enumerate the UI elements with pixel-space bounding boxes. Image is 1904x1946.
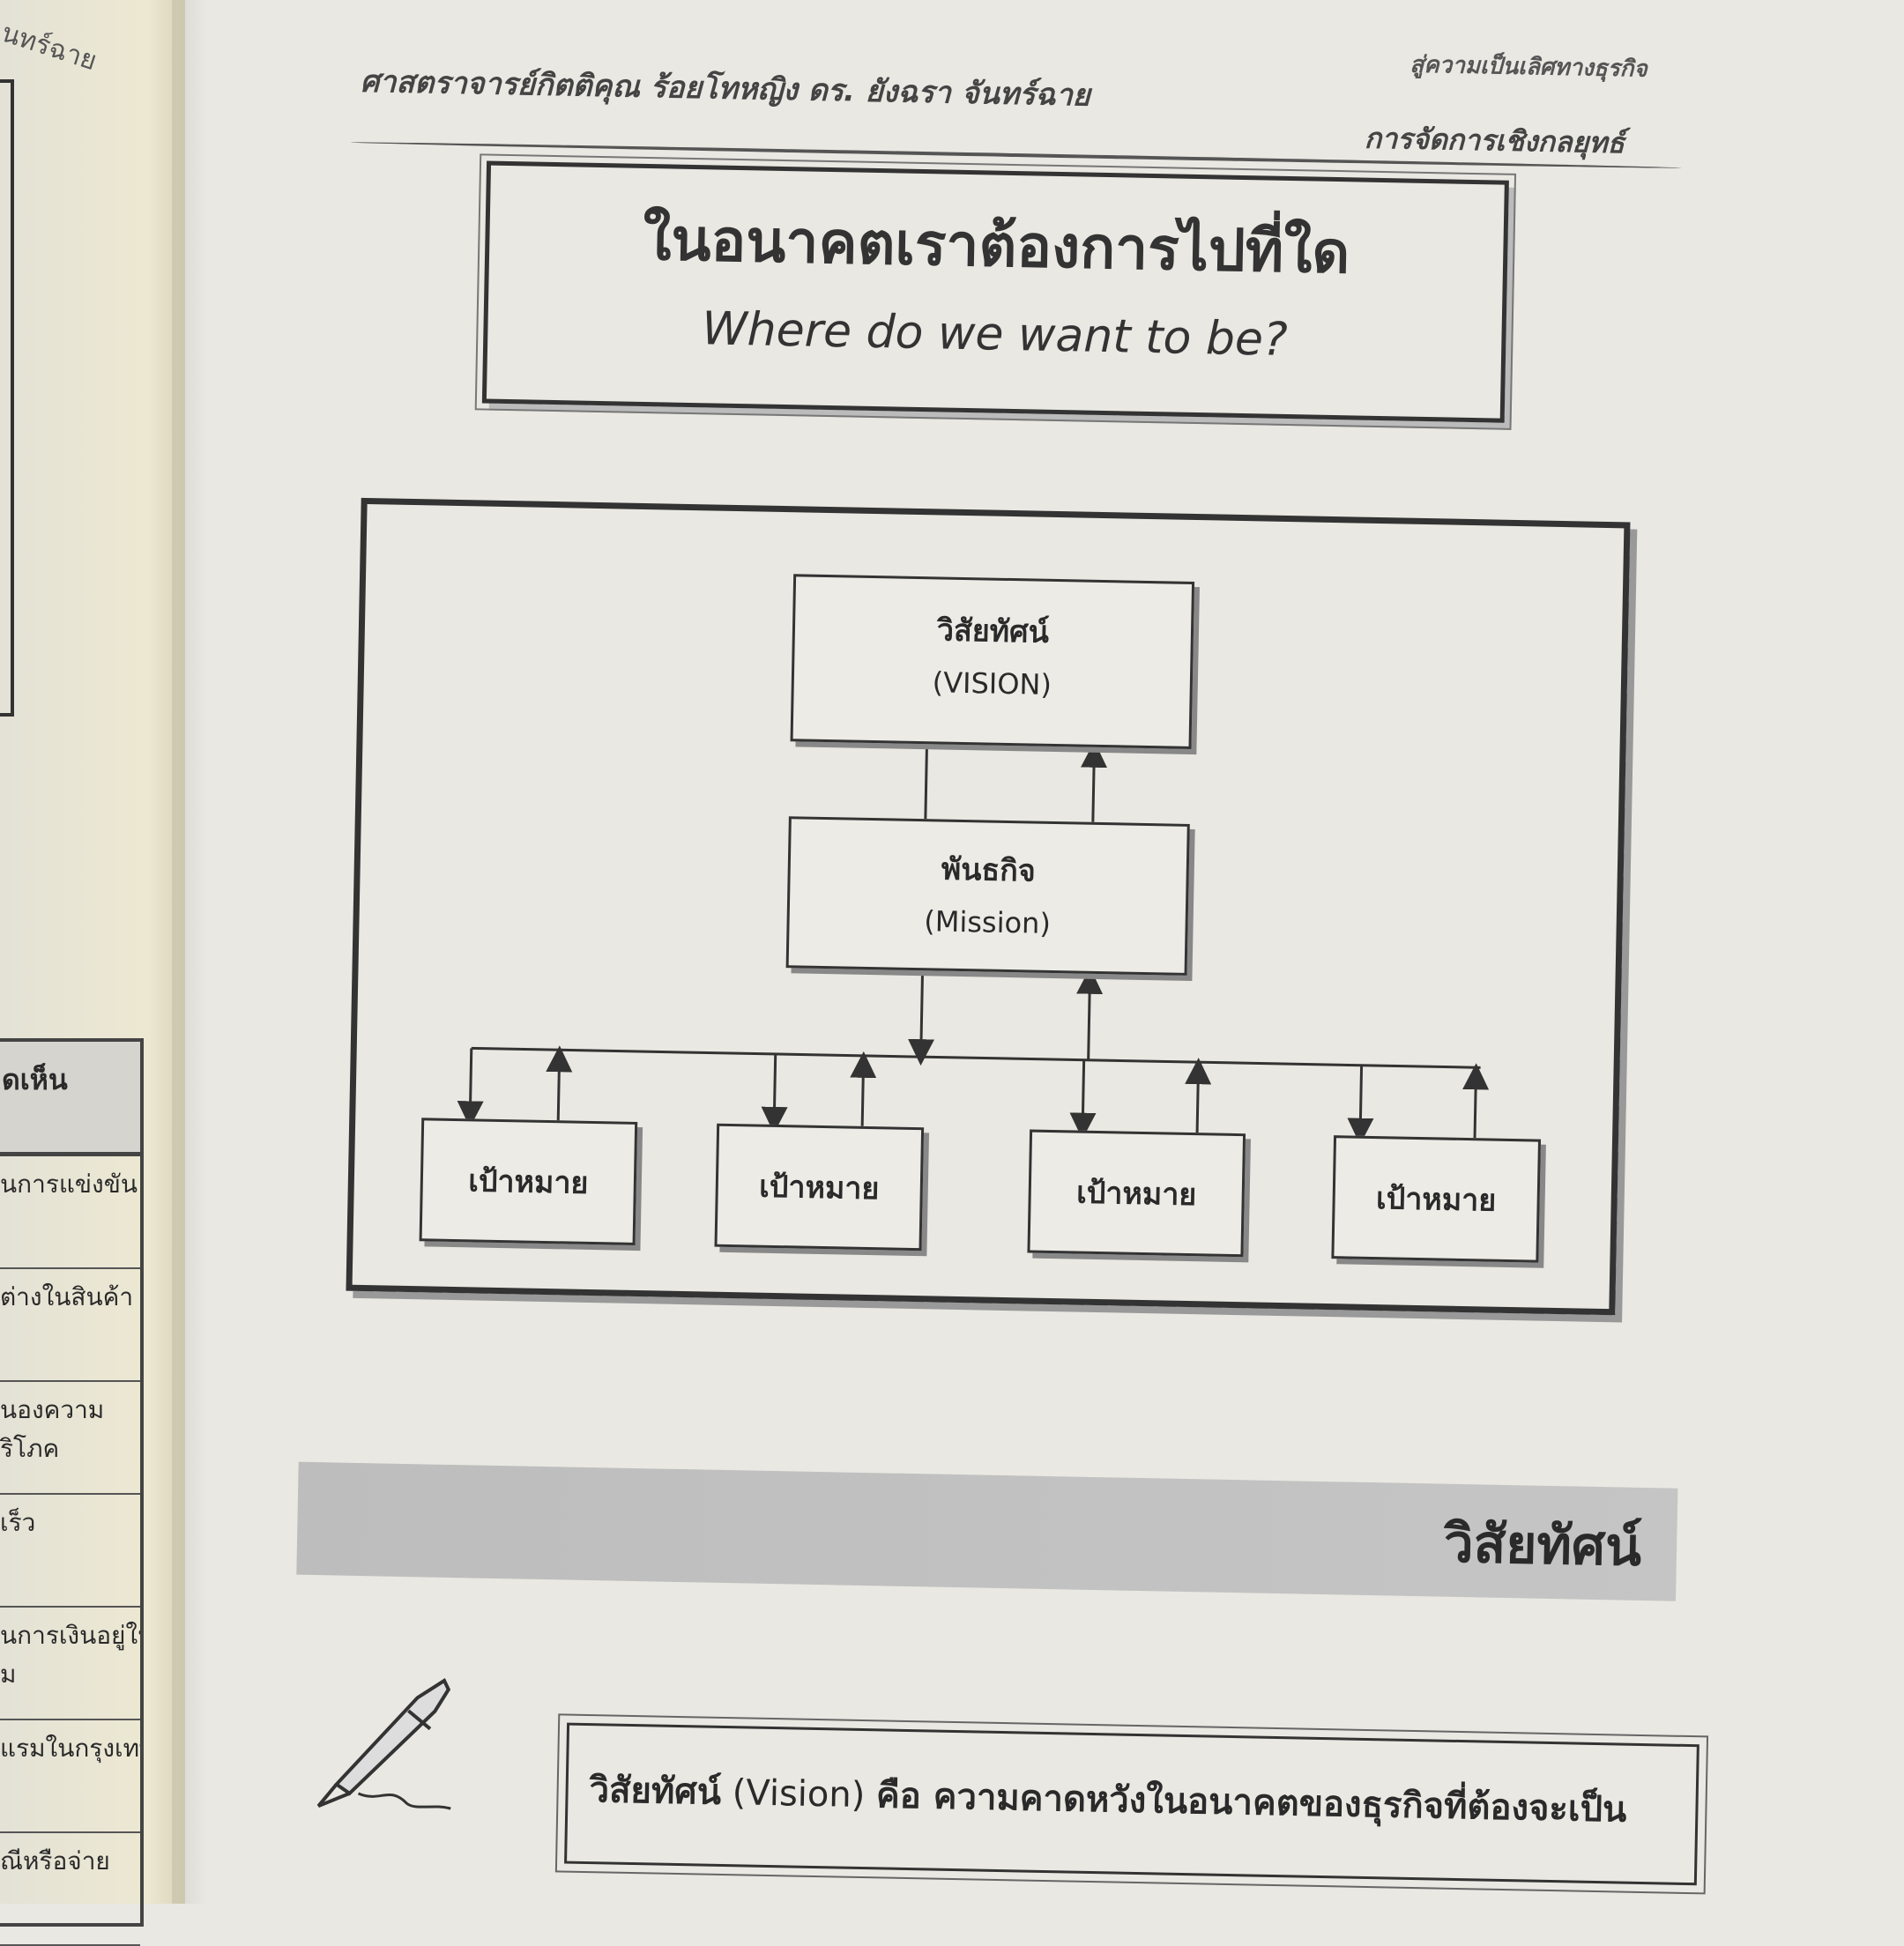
table-row: นการแข่งขัน [0,1156,140,1269]
goal-box: เป้าหมาย [419,1118,638,1245]
connector-lines [457,740,1490,1145]
fountain-pen-icon [316,1677,451,1810]
right-page: ศาสตราจารย์กิตติคุณ ร้อยโทหญิง ดร. ยังฉร… [184,0,1904,1920]
table-row: แรมในกรุงเทพ [0,1720,140,1833]
vision-box: วิสัยทัศน์ (VISION) [790,574,1195,749]
table-header: ดเห็น [0,1042,140,1156]
page-gutter [172,0,207,1904]
table-row: ณีหรือจ่าย [0,1833,140,1946]
left-page-title: นทร์ฉาย [0,17,100,78]
section-heading: วิสัยทัศน์ [1443,1512,1642,1578]
header-author: ศาสตราจารย์กิตติคุณ ร้อยโทหญิง ดร. ยังฉร… [360,63,1091,114]
definition-term: วิสัยทัศน์ [589,1770,722,1813]
table-row: นการเงินอยู่ใน ม [0,1608,140,1720]
left-page: นทร์ฉาย ดเห็น นการแข่งขัน ต่างในสินค้า น… [0,0,185,1946]
header-subject: การจัดการเชิงกลยุทธ์ [1364,121,1625,160]
definition-text: คือ ความคาดหวังในอนาคตของธุรกิจที่ต้องจะ… [875,1775,1627,1831]
left-page-table: ดเห็น นการแข่งขัน ต่างในสินค้า นองความ ร… [0,1038,144,1946]
title-box: ในอนาคตเราต้องการไปที่ใด Where do we wan… [474,152,1516,431]
section-heading-band: วิสัยทัศน์ [296,1461,1678,1601]
vision-mission-line [924,746,928,820]
goal-box: เป้าหมาย [1331,1135,1542,1263]
header-series: สู่ความเป็นเลิศทางธุรกิจ [1409,51,1647,83]
mission-thai: พันธกิจ [941,851,1037,889]
definition-english: (Vision) [732,1772,866,1816]
table-row: ต่างในสินค้า [0,1269,140,1382]
up-arrow [1081,740,1108,822]
goal-box: เป้าหมาย [714,1123,925,1252]
vision-english: (VISION) [932,665,1052,702]
left-page-box [0,79,14,717]
title-thai: ในอนาคตเราต้องการไปที่ใด [642,204,1351,287]
title-english: Where do we want to be? [701,302,1289,367]
bus-line [471,1046,1481,1069]
down-arrow [908,973,935,1066]
mission-box: พันธกิจ (Mission) [785,816,1190,976]
vision-thai: วิสัยทัศน์ [936,613,1050,650]
table-row: นองความ ริโภค [0,1382,140,1495]
up-arrow [1076,967,1104,1060]
definition-box: วิสัยทัศน์ (Vision) คือ ความคาดหวังในอนา… [555,1712,1708,1896]
mission-english: (Mission) [923,904,1052,940]
table-row: เร็ว [0,1495,140,1608]
goal-box: เป้าหมาย [1027,1129,1246,1258]
hierarchy-diagram: วิสัยทัศน์ (VISION) พันธกิจ (Mission) เป… [346,497,1631,1316]
